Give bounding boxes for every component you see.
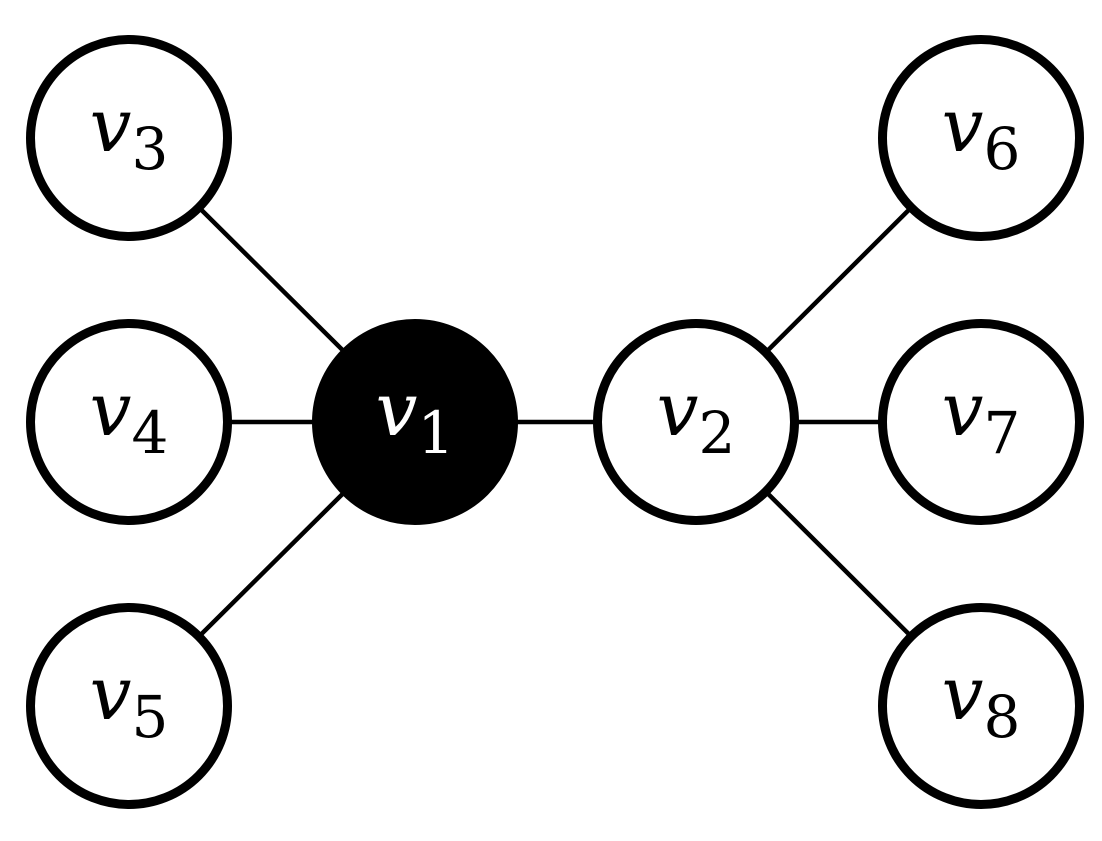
node-circle-v8 xyxy=(878,603,1084,809)
node-circle-v1 xyxy=(312,319,518,525)
node-label-v7: v7 xyxy=(942,367,1021,467)
node-circle-v4 xyxy=(26,319,232,525)
node-label-v4: v4 xyxy=(90,367,169,467)
node-circle-v2 xyxy=(593,319,799,525)
node-v3: v3 xyxy=(26,35,232,241)
node-circle-v5 xyxy=(26,603,232,809)
node-label-v2: v2 xyxy=(657,367,736,467)
node-v5: v5 xyxy=(26,603,232,809)
node-circle-v7 xyxy=(878,319,1084,525)
node-label-v3: v3 xyxy=(90,83,169,183)
node-label-v5: v5 xyxy=(90,651,169,751)
node-v4: v4 xyxy=(26,319,232,525)
node-circle-v6 xyxy=(878,35,1084,241)
node-label-v6: v6 xyxy=(942,83,1021,183)
node-label-v8: v8 xyxy=(942,651,1021,751)
nodes-layer: v1 v2 v3 v4 v5 v6 v7 v8 xyxy=(26,35,1084,809)
edges-layer xyxy=(127,136,983,708)
node-v2: v2 xyxy=(593,319,799,525)
node-label-v1: v1 xyxy=(376,367,455,467)
node-v8: v8 xyxy=(878,603,1084,809)
node-v6: v6 xyxy=(878,35,1084,241)
node-circle-v3 xyxy=(26,35,232,241)
node-v7: v7 xyxy=(878,319,1084,525)
node-v1: v1 xyxy=(312,319,518,525)
